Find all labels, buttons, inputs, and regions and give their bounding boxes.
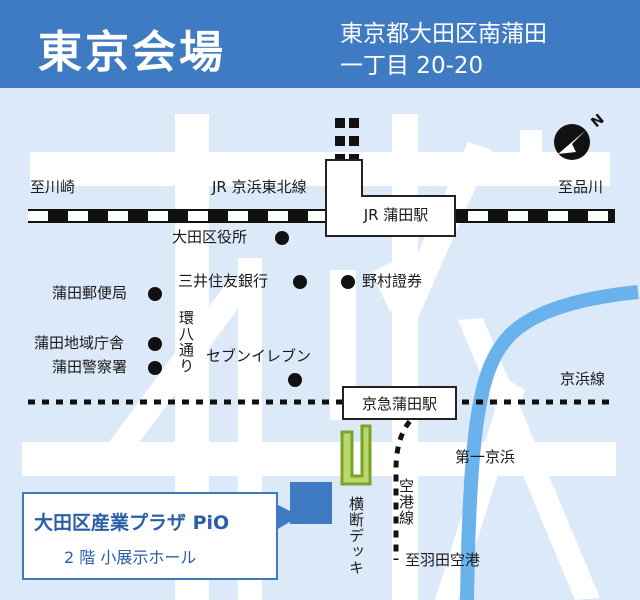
dot-ota-ward-office: [275, 231, 289, 245]
station-keikyu-kamata: 京急蒲田駅: [342, 386, 457, 420]
dot-seven-eleven: [288, 373, 302, 387]
label-to-shinagawa: 至品川: [558, 178, 604, 196]
road-diagonal-right: [458, 318, 600, 600]
jr-kamata-station-building: [325, 159, 456, 237]
label-daiichi-keihin: 第一京浜: [455, 448, 516, 466]
label-mitsui-sumitomo: 三井住友銀行: [178, 272, 269, 290]
label-jr-line: JR 京浜東北線: [212, 178, 307, 196]
label-kanpachi-road: 環八通り: [177, 310, 195, 374]
road-diagonal-right-short: [435, 378, 525, 600]
road-horizontal-top: [30, 152, 610, 186]
dot-kamata-police: [148, 361, 162, 375]
header-banner: 東京会場 東京都大田区南蒲田 一丁目 20-20: [0, 0, 640, 88]
page-title: 東京会場: [38, 27, 226, 78]
svg-text:N: N: [588, 111, 607, 131]
pedestrian-deck: [340, 424, 372, 486]
road-stub-right: [520, 130, 542, 172]
venue-callout-tail: [276, 504, 300, 530]
station-jr-kamata: JR 蒲田駅: [363, 205, 429, 224]
road-diagonal-left: [110, 278, 250, 455]
label-nomura: 野村證券: [362, 272, 423, 290]
venue-callout: 大田区産業プラザ PiO 2 階 小展示ホール: [22, 492, 278, 580]
venue-name: 大田区産業プラザ PiO: [34, 512, 230, 534]
label-kamata-police: 蒲田警察署: [52, 358, 128, 376]
road-vertical-right: [392, 114, 418, 600]
label-keikyu-line: 京浜線: [560, 370, 606, 388]
label-seven-eleven: セブンイレブン: [206, 347, 312, 365]
label-to-haneda: 至羽田空港: [405, 551, 481, 569]
label-to-kawasaki: 至川崎: [30, 178, 76, 196]
label-kamata-govt: 蒲田地域庁舎: [34, 334, 125, 352]
river: [460, 285, 639, 600]
label-ota-ward-office: 大田区役所: [172, 228, 248, 246]
dot-kamata-post: [148, 287, 162, 301]
venue-floor: 2 階 小展示ホール: [64, 548, 197, 567]
label-kamata-post: 蒲田郵便局: [52, 284, 128, 302]
address-line-2: 一丁目 20-20: [340, 53, 484, 79]
label-pedestrian-deck: 横断デッキ: [347, 496, 365, 576]
address-line-1: 東京都大田区南蒲田: [340, 21, 547, 47]
dot-nomura: [341, 275, 355, 289]
dot-kamata-govt: [148, 337, 162, 351]
dot-mitsui-sumitomo: [293, 275, 307, 289]
label-airport-line: 空港線: [397, 478, 415, 526]
